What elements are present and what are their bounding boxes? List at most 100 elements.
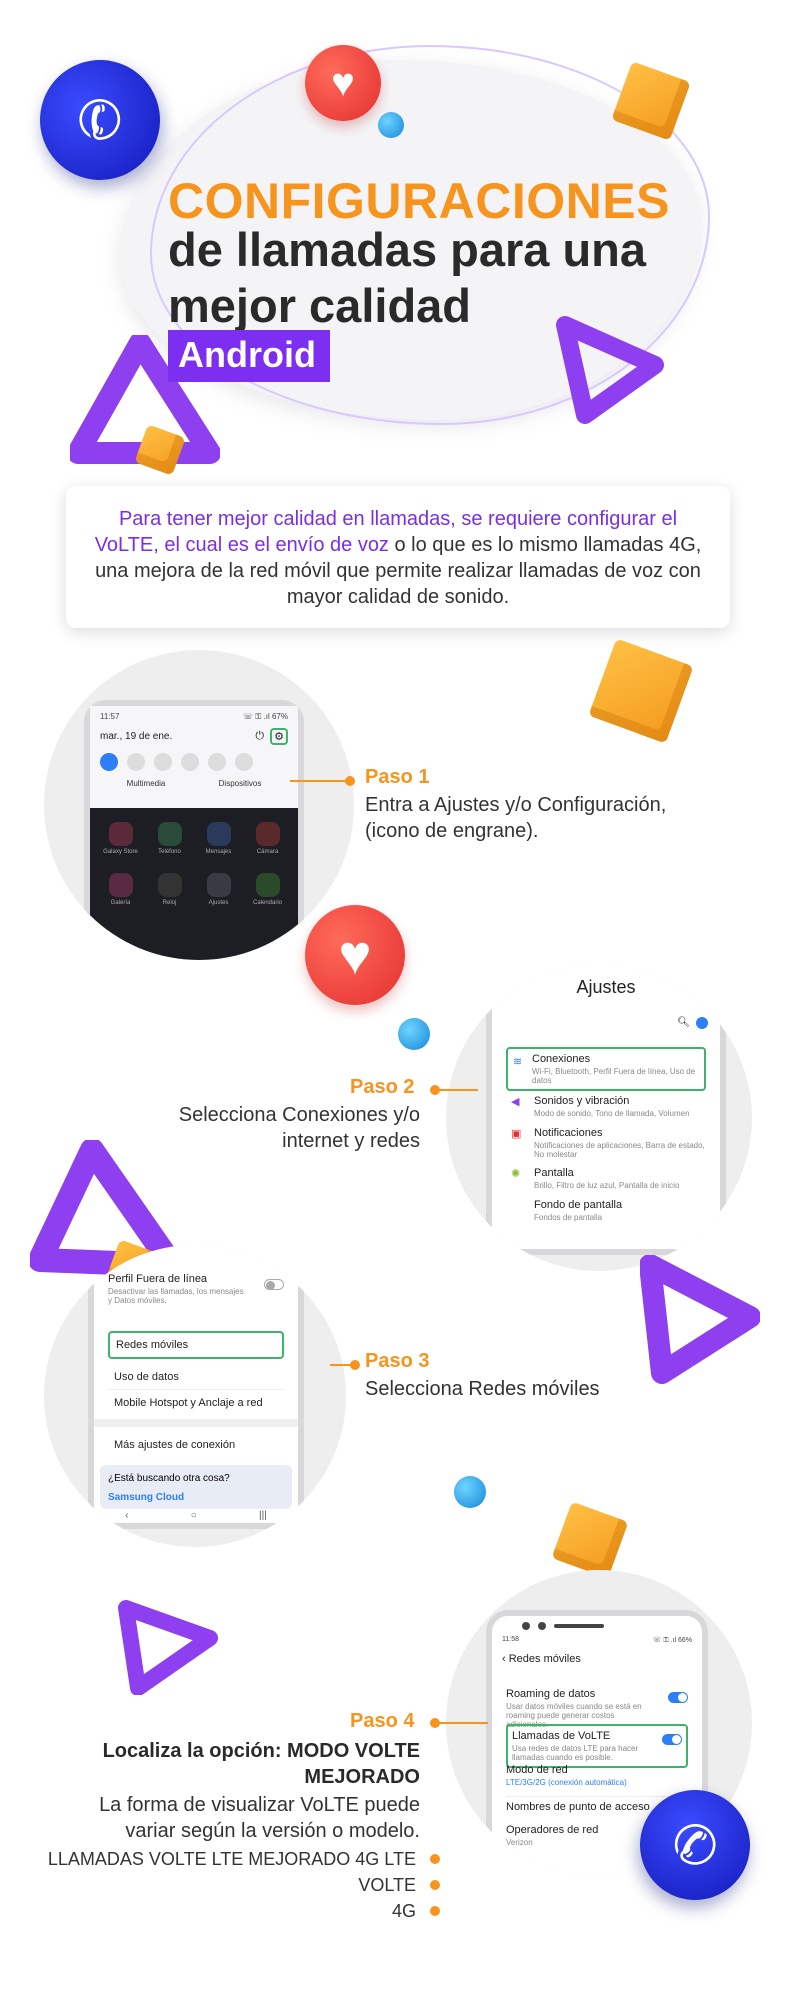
back-arrow-icon[interactable]: ‹ [502, 1653, 509, 1665]
option-item: LLAMADAS VOLTE LTE MEJORADO 4G LTE [20, 1846, 440, 1872]
step2-dot [430, 1085, 440, 1095]
app-grid: Galaxy Store Teléfono Mensajes Cámara Ga… [90, 808, 298, 920]
blue-sphere [454, 1476, 486, 1508]
power-icon[interactable]: ⏻ [255, 730, 265, 742]
purple-triangle [640, 1255, 760, 1384]
quick-toggles [100, 753, 288, 771]
top-toggle[interactable] [268, 1253, 288, 1264]
flashlight-toggle[interactable] [235, 753, 253, 771]
apn-item[interactable]: Nombres de punto de acceso [506, 1796, 688, 1817]
hotspot-item[interactable]: Mobile Hotspot y Anclaje a red [114, 1397, 263, 1409]
step1-circle: 11:57 ☏ ⚿ .ıl 67% mar., 19 de ene. ⏻ ⚙ M… [44, 650, 354, 960]
step3-connector [330, 1364, 355, 1366]
home-button[interactable]: ○ [190, 1510, 197, 1521]
step3-text: Selecciona Redes móviles [365, 1378, 600, 1400]
back-button[interactable]: ‹ [125, 1510, 129, 1521]
status-icons: ☏ ⚿ .ıl 67% [243, 712, 288, 721]
purple-triangle [556, 316, 664, 424]
app-icon[interactable]: Galaxy Store [98, 822, 143, 855]
wifi-icon: ≋ [513, 1056, 523, 1068]
intro-body-text: o lo que es lo mismo llamadas 4G, una me… [95, 534, 702, 608]
more-connection-settings-item[interactable]: Más ajustes de conexión [114, 1439, 236, 1451]
blue-sphere [398, 1018, 430, 1050]
orange-cube [588, 638, 694, 744]
app-icon[interactable]: Ajustes [196, 873, 241, 906]
step4-label: Paso 4 [350, 1710, 415, 1732]
orange-cube [551, 1501, 629, 1579]
bell-icon: ▣ [511, 1128, 522, 1140]
search-prompt: ¿Está buscando otra cosa? [108, 1473, 230, 1484]
step4-text: La forma de visualizar VoLTE puede varia… [99, 1794, 420, 1842]
app-icon[interactable]: Cámara [245, 822, 290, 855]
title-line-1: CONFIGURACIONES [168, 173, 670, 229]
intro-highlight-text: Para tener mejor calidad en llamadas, se… [94, 508, 678, 556]
gear-icon[interactable]: ⚙ [270, 728, 288, 745]
app-icon[interactable]: Reloj [147, 873, 192, 906]
app-icon[interactable]: Calendario [245, 873, 290, 906]
status-time: 11:58 [502, 1636, 519, 1643]
step4-circle: 11:58 ☏ ⚿ .ıl 66% ‹ Redes móviles Roamin… [446, 1570, 752, 1876]
data-toggle[interactable] [100, 753, 118, 771]
quick-toggle[interactable] [127, 753, 145, 771]
recents-button[interactable]: ||| [259, 1510, 267, 1521]
intro-card: Para tener mejor calidad en llamadas, se… [66, 486, 730, 628]
heart-icon: ♥ [305, 45, 381, 121]
heart-icon: ♥ [305, 905, 405, 1005]
option-item: 4G [20, 1898, 440, 1924]
sun-icon: ✺ [511, 1168, 521, 1180]
app-icon[interactable]: Teléfono [147, 822, 192, 855]
airplane-toggle[interactable] [264, 1279, 284, 1290]
step4-connector [438, 1722, 488, 1724]
step4-bold-text: Localiza la opción: MODO VOLTE MEJORADO [102, 1740, 420, 1788]
step1-phone: 11:57 ☏ ⚿ .ıl 67% mar., 19 de ene. ⏻ ⚙ M… [84, 700, 304, 960]
step1-connector [290, 780, 350, 782]
status-time: 11:57 [100, 712, 120, 721]
title-line-2: de llamadas para una mejor calidad [168, 223, 647, 332]
step2-connector [438, 1089, 478, 1091]
option-item: VOLTE [20, 1872, 440, 1898]
blue-sphere [378, 112, 404, 138]
step1-label: Paso 1 [365, 766, 430, 788]
samsung-cloud-link[interactable]: Samsung Cloud [108, 1492, 185, 1503]
status-icons: ☏ ⚿ .ıl 66% [652, 1637, 692, 1644]
quick-toggle[interactable] [208, 753, 226, 771]
platform-badge: Android [168, 330, 330, 382]
step1-dot [345, 776, 355, 786]
devices-button[interactable]: Dispositivos [218, 779, 262, 788]
volte-toggle[interactable] [662, 1734, 682, 1745]
wifi-toggle[interactable] [154, 753, 172, 771]
step4-dot [430, 1718, 440, 1728]
step3-dot [350, 1360, 360, 1370]
step1-text: Entra a Ajustes y/o Configuración, (icon… [365, 794, 667, 842]
bluetooth-toggle[interactable] [181, 753, 199, 771]
quick-panel-date: mar., 19 de ene. [100, 731, 173, 742]
roaming-toggle[interactable] [668, 1692, 688, 1703]
purple-triangle [118, 1600, 218, 1695]
mobile-networks-item[interactable]: Redes móviles [108, 1331, 284, 1359]
sound-icon: ◀ [511, 1096, 520, 1108]
step2-label: Paso 2 [350, 1076, 415, 1098]
step4-options-list: LLAMADAS VOLTE LTE MEJORADO 4G LTE VOLTE… [20, 1846, 440, 1924]
mobile-networks-header: ‹ Redes móviles [502, 1653, 581, 1665]
avatar-icon[interactable] [696, 1017, 708, 1029]
app-icon[interactable]: Mensajes [196, 822, 241, 855]
multimedia-button[interactable]: Multimedia [126, 779, 166, 788]
search-icon[interactable]: 🔍︎ [677, 1017, 690, 1028]
app-icon[interactable]: Galería [98, 873, 143, 906]
data-usage-item[interactable]: Uso de datos [108, 1365, 284, 1390]
step3-label: Paso 3 [365, 1350, 430, 1372]
